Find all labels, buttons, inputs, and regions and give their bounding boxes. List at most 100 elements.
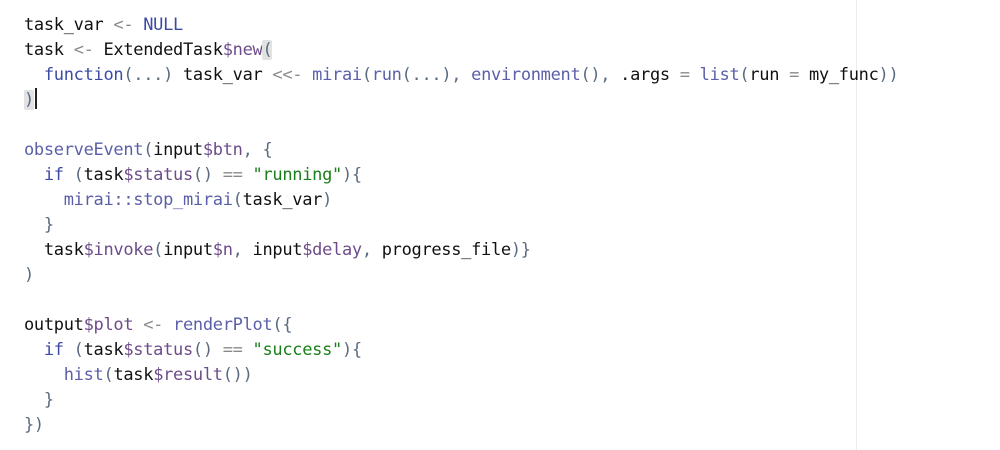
code-token: $new [222, 40, 263, 60]
code-token [24, 390, 44, 410]
code-token: $n [212, 240, 233, 260]
code-token: ) [24, 265, 34, 285]
code-token [24, 365, 64, 385]
code-token: $delay [302, 240, 362, 260]
code-token: (), [580, 65, 611, 85]
code-line[interactable]: ) [24, 263, 898, 288]
code-token: NULL [143, 15, 183, 35]
code-line[interactable]: } [24, 213, 898, 238]
code-token: my_func [799, 65, 879, 85]
matched-bracket: ) [24, 90, 34, 110]
code-token [461, 65, 471, 85]
code-token: mirai [312, 65, 362, 85]
code-token: $btn [202, 140, 243, 160]
code-token: () [192, 340, 213, 360]
code-token: task [113, 365, 154, 385]
code-token: ( [63, 165, 84, 185]
code-token: input [153, 140, 203, 160]
code-line[interactable]: function(...) task_var <<- mirai(run(...… [24, 63, 899, 88]
code-token: ){ [341, 340, 362, 360]
code-line[interactable]: task$invoke(input$n, input$delay, progre… [24, 238, 898, 263]
code-token: = [789, 65, 800, 85]
code-token: ( [739, 65, 750, 85]
code-token: task_var [24, 15, 114, 35]
code-token: input [163, 240, 213, 260]
code-token: , [232, 240, 253, 260]
code-token: $status [123, 340, 193, 360]
code-token: ( [103, 365, 114, 385]
code-token: renderPlot [173, 315, 273, 335]
code-token: == [222, 165, 243, 185]
code-token: task_var [242, 190, 323, 210]
code-token: hist [63, 365, 104, 385]
code-token: <- [113, 15, 134, 35]
code-token: environment [471, 65, 581, 85]
code-token: .args [610, 65, 680, 85]
code-token: "success" [252, 340, 343, 360]
code-token: <<- [272, 65, 303, 85]
code-token: }) [24, 415, 44, 435]
code-token: )} [510, 240, 531, 260]
code-token: progress_file [381, 240, 511, 260]
print-margin-line [856, 0, 857, 450]
code-token [213, 340, 223, 360]
code-token: $result [153, 365, 223, 385]
code-token: "running" [252, 165, 343, 185]
code-token [24, 65, 44, 85]
code-line[interactable]: task_var <- NULL [24, 13, 898, 38]
code-token: task_var [173, 65, 273, 85]
code-token [213, 165, 223, 185]
matched-bracket: ( [262, 40, 273, 60]
code-token: if [43, 340, 64, 360]
code-token [243, 340, 253, 360]
code-token [24, 165, 44, 185]
code-token: ){ [341, 165, 362, 185]
code-token: ( [63, 340, 84, 360]
code-token: output [24, 315, 84, 335]
code-token: run [371, 65, 402, 85]
code-token: function [43, 65, 124, 85]
code-line[interactable]: hist(task$result()) [24, 363, 898, 388]
code-token: <- [73, 40, 94, 60]
code-token: $status [123, 165, 193, 185]
code-line[interactable]: observeEvent(input$btn, { [24, 138, 898, 163]
code-token: , { [242, 140, 273, 160]
code-token [133, 315, 143, 335]
code-token: } [43, 215, 54, 235]
code-token: ExtendedTask [93, 40, 223, 60]
code-token: () [192, 165, 213, 185]
code-line[interactable]: } [24, 388, 898, 413]
code-line[interactable]: mirai::stop_mirai(task_var) [24, 188, 898, 213]
code-token [163, 315, 173, 335]
code-token: (...) [123, 65, 174, 85]
code-token: list [699, 65, 740, 85]
code-token: ()) [222, 365, 253, 385]
text-cursor [34, 88, 37, 109]
code-token [133, 15, 143, 35]
code-token: $invoke [83, 240, 154, 260]
code-line[interactable] [24, 288, 898, 313]
code-token [24, 340, 44, 360]
code-line[interactable]: task <- ExtendedTask$new( [24, 38, 898, 63]
code-line[interactable]: ) [24, 88, 898, 113]
code-token: $plot [83, 315, 134, 335]
code-token: task [83, 340, 124, 360]
code-line[interactable]: output$plot <- renderPlot({ [24, 313, 898, 338]
code-line[interactable]: if (task$status() == "running"){ [24, 163, 898, 188]
code-token: task [24, 40, 74, 60]
code-token: (...), [401, 65, 462, 85]
code-line[interactable] [24, 113, 898, 138]
code-token: input [252, 240, 303, 260]
code-line[interactable]: }) [24, 413, 898, 438]
code-token: ( [153, 240, 164, 260]
code-line[interactable]: if (task$status() == "success"){ [24, 338, 898, 363]
code-token: )) [878, 65, 899, 85]
code-token: if [43, 165, 64, 185]
code-token: task [24, 240, 84, 260]
code-token [690, 65, 700, 85]
code-token: run [749, 65, 790, 85]
code-token: task [83, 165, 124, 185]
code-token: mirai::stop_mirai [63, 190, 233, 210]
